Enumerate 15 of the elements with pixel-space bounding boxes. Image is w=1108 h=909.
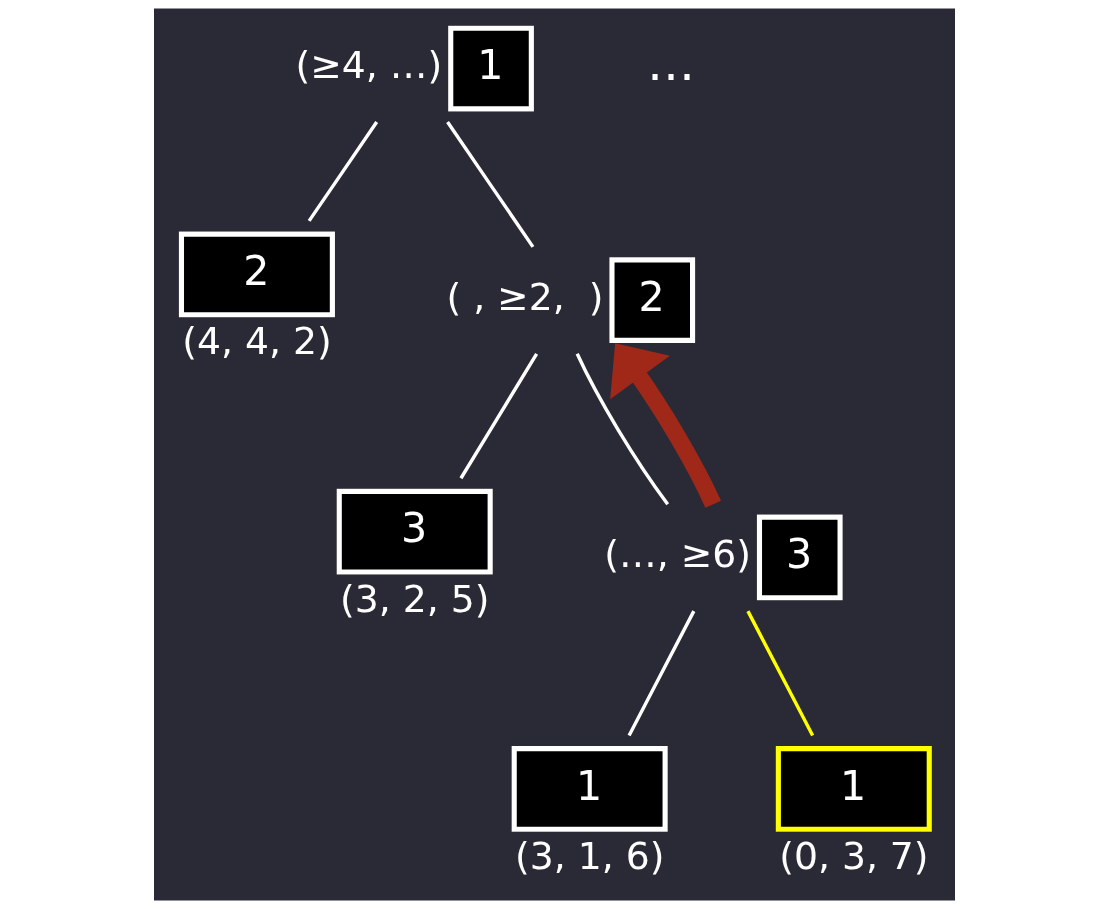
arrow — [609, 343, 721, 508]
node-label: (3, 2, 5) — [339, 576, 489, 621]
node-label: (…, ≥6) — [603, 532, 751, 577]
connector — [307, 121, 378, 222]
connector — [459, 352, 538, 480]
connector — [745, 610, 814, 737]
label: … — [646, 35, 695, 92]
node-label: (3, 1, 6) — [514, 833, 664, 878]
node-label: (≥4, …) — [295, 43, 442, 88]
connector — [445, 121, 534, 248]
connector — [575, 353, 669, 506]
node-label: (0, 3, 7) — [778, 833, 929, 878]
connector — [627, 610, 695, 737]
node-label: (4, 4, 2) — [181, 319, 332, 364]
node-label: ( , ≥2, ) — [445, 274, 603, 319]
